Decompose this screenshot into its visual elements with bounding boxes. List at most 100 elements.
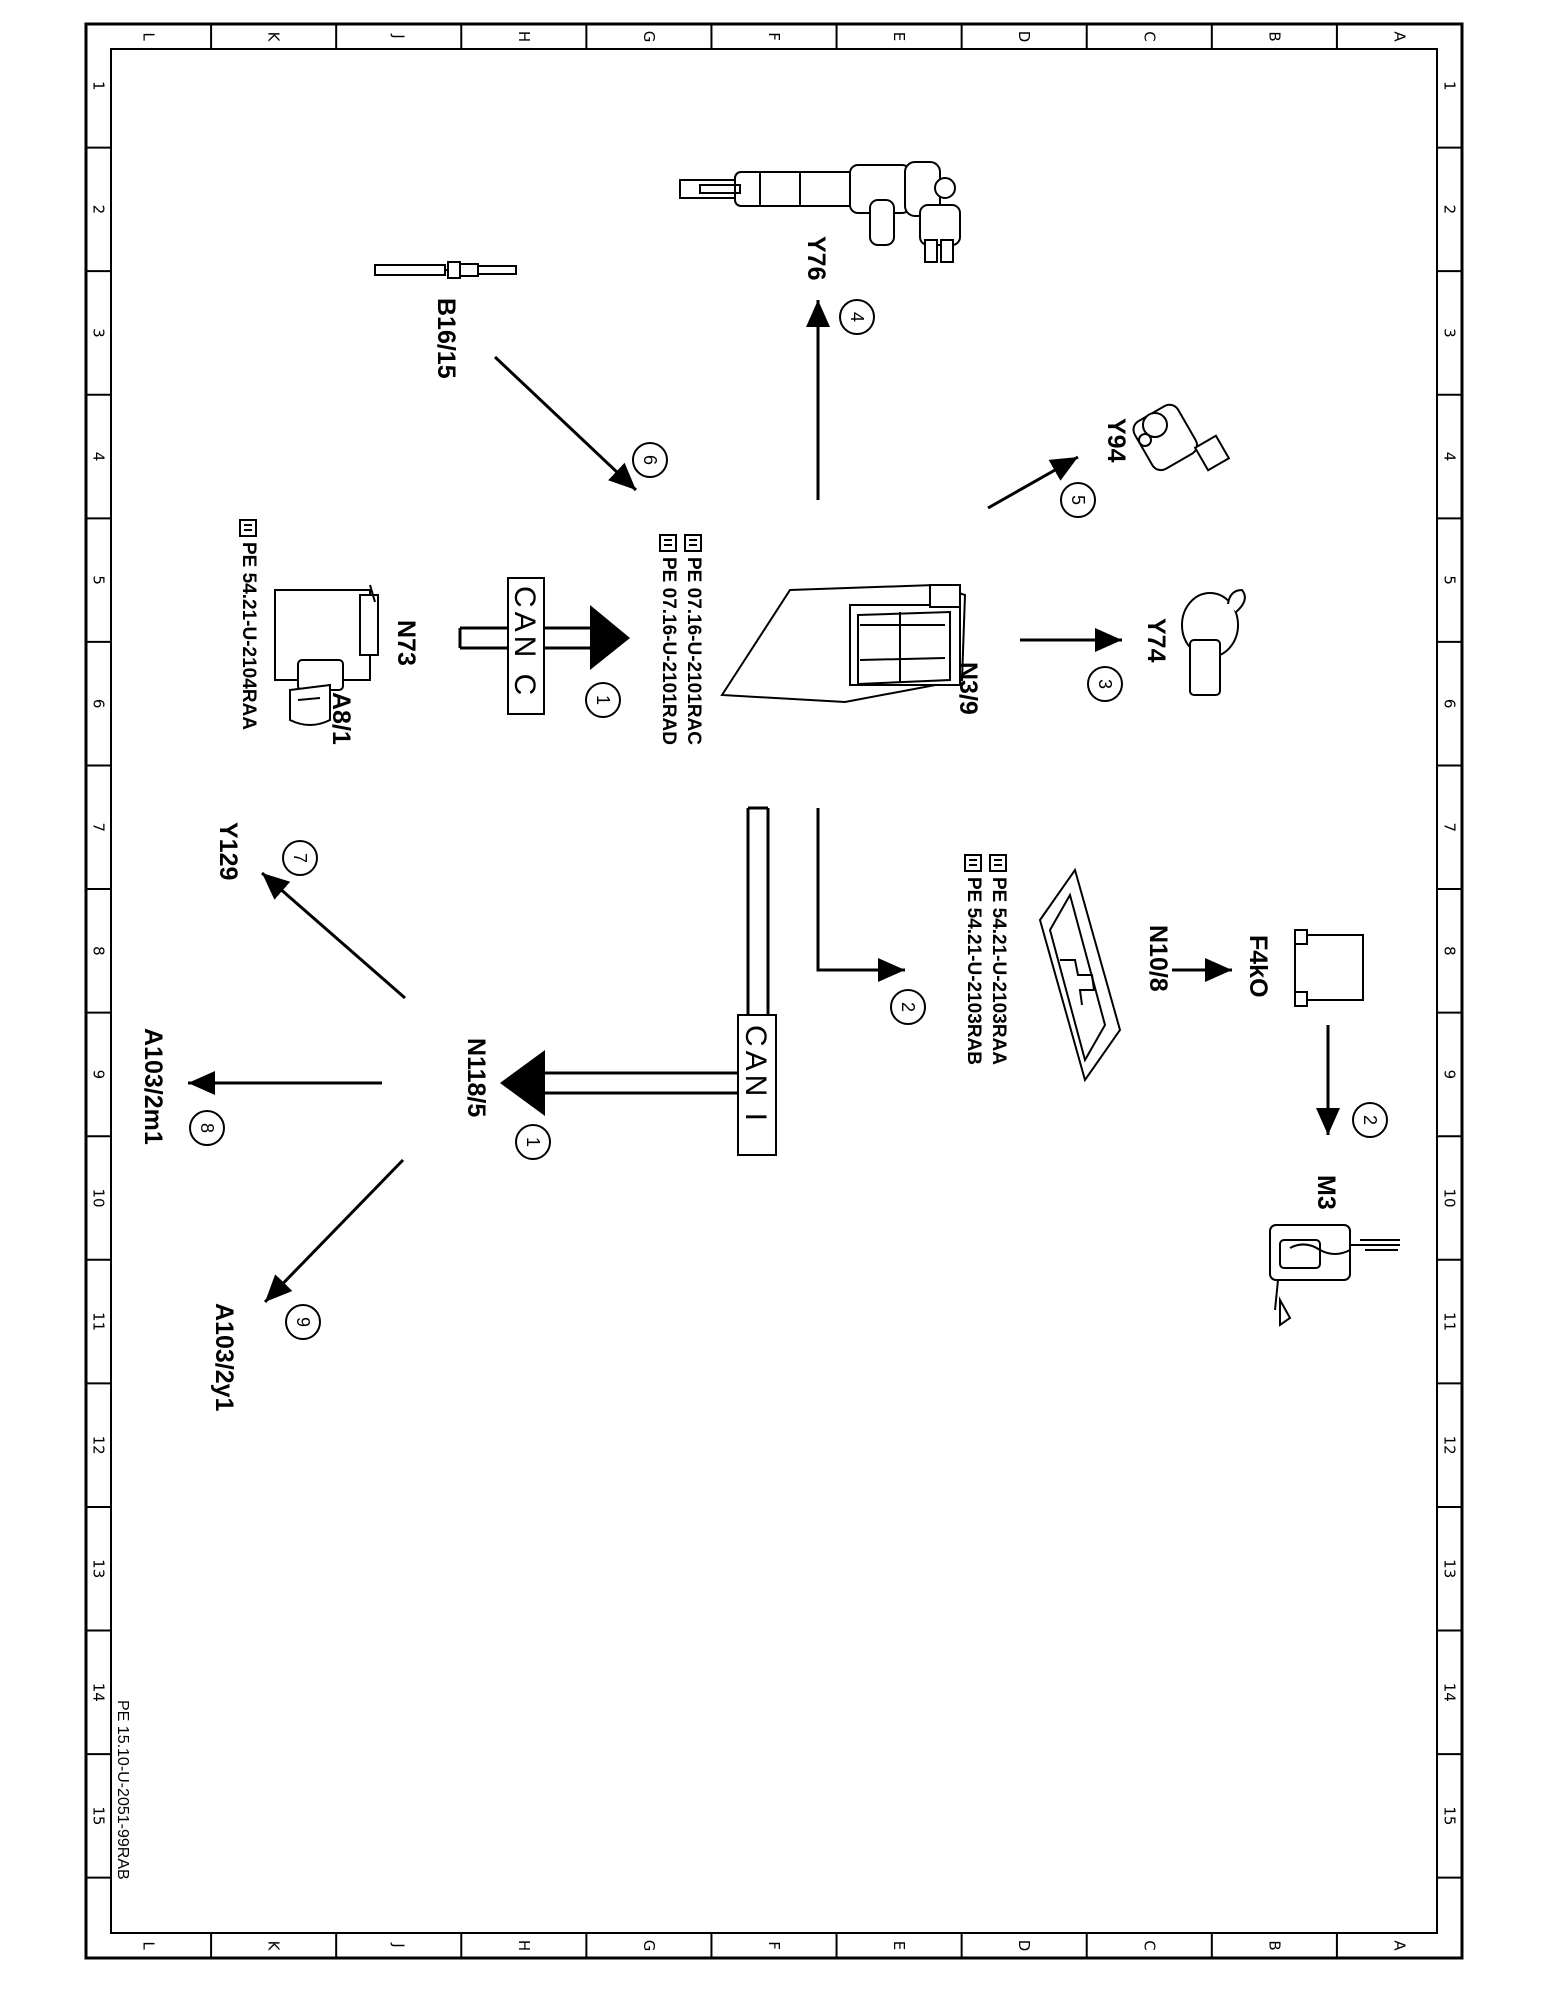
grid-row-5-right: 5	[1441, 575, 1459, 585]
grid-column-C-top: C	[1140, 31, 1158, 41]
bus-labels: CAN C CAN I	[508, 586, 772, 1125]
label-n73: N73	[392, 620, 420, 666]
grid-column-L-bottom: L	[140, 1941, 158, 1950]
svg-text:PE 54.21-U-2103RAB: PE 54.21-U-2103RAB	[963, 877, 984, 1065]
grid-row-14-left: 14	[90, 1683, 108, 1702]
callout-6: 6	[632, 442, 668, 478]
grid-row-3-right: 3	[1441, 328, 1459, 338]
grid-row-12-right: 12	[1441, 1436, 1459, 1455]
svg-text:PE 54.21-U-2104RAA: PE 54.21-U-2104RAA	[238, 542, 259, 730]
svg-text:9: 9	[293, 1317, 313, 1327]
grid-column-G-top: G	[640, 31, 658, 43]
svg-text:8: 8	[197, 1123, 217, 1133]
grid-row-1-left: 1	[90, 81, 108, 91]
grid-column-J-top: J	[390, 33, 408, 38]
grid-column-K-bottom: K	[265, 1941, 283, 1952]
grid-column-B-top: B	[1265, 31, 1283, 41]
arrow-to-y129	[261, 871, 406, 1000]
label-y129: Y129	[214, 822, 242, 880]
callout-9: 9	[285, 1304, 321, 1340]
grid-row-8-left: 8	[90, 946, 108, 956]
component-labels: Y76 Y94 Y74 N3/9 B16/15 N73 A8/1 N10/8 F…	[139, 236, 1340, 1412]
grid-row-9-right: 9	[1441, 1070, 1459, 1080]
grid-row-12-left: 12	[90, 1436, 108, 1455]
svg-text:PE 07.16-U-2101RAC: PE 07.16-U-2101RAC	[683, 557, 704, 745]
label-a8-1: A8/1	[327, 692, 355, 745]
arrow-to-a103-2y1	[263, 1158, 405, 1304]
svg-text:2: 2	[898, 1002, 918, 1012]
grid-row-15-left: 15	[90, 1806, 108, 1825]
ref-n10-8-2: PE 54.21-U-2103RAB	[963, 854, 984, 1065]
grid-column-C-bottom: C	[1140, 1940, 1158, 1950]
fuel-pump-m3-drawing	[1269, 1224, 1400, 1327]
relay-f4k0-drawing	[1294, 929, 1364, 1007]
grid-column-L-top: L	[140, 32, 158, 41]
grid-row-2-left: 2	[90, 205, 108, 215]
arrow-to-n10-8	[816, 808, 905, 982]
label-y74: Y74	[1142, 618, 1170, 663]
temperature-sensor-b16-15-drawing	[374, 261, 517, 279]
grid-column-E-top: E	[890, 32, 908, 41]
ref-n73: PE 54.21-U-2104RAA	[238, 519, 259, 730]
ref-n10-8-1: PE 54.21-U-2103RAA	[988, 854, 1009, 1065]
grid-row-10-right: 10	[1441, 1188, 1459, 1207]
svg-text:5: 5	[1068, 495, 1088, 505]
grid-column-F-top: F	[765, 32, 783, 41]
grid-row-1-right: 1	[1441, 81, 1459, 91]
grid-row-15-right: 15	[1441, 1806, 1459, 1825]
svg-text:2: 2	[1360, 1115, 1380, 1125]
svg-text:PE 07.16-U-2101RAD: PE 07.16-U-2101RAD	[658, 557, 679, 745]
label-y94: Y94	[1102, 418, 1130, 463]
reference-notes: PE 07.16-U-2101RAC PE 07.16-U-2101RAD PE…	[238, 519, 1009, 1065]
grid-column-G-bottom: G	[640, 1940, 658, 1952]
grid-column-D-top: D	[1015, 31, 1033, 43]
grid-row-13-left: 13	[90, 1559, 108, 1578]
grid-column-D-bottom: D	[1015, 1940, 1033, 1952]
callout-3: 3	[1087, 666, 1123, 702]
grid-row-7-left: 7	[90, 822, 108, 832]
grid-column-H-bottom: H	[515, 1940, 533, 1951]
grid-row-11-left: 11	[90, 1312, 108, 1331]
grid-row-4-right: 4	[1441, 452, 1459, 462]
grid-row-11-right: 11	[1441, 1312, 1459, 1331]
label-can-i: CAN I	[739, 1025, 772, 1125]
callout-2a: 2	[890, 989, 926, 1025]
grid-row-6-right: 6	[1441, 699, 1459, 709]
grid-column-F-bottom: F	[765, 1941, 783, 1950]
can-i-bus	[500, 806, 777, 1156]
drawing-id: PE 15.10-U-2051-99RAB	[114, 1700, 131, 1880]
svg-text:6: 6	[640, 455, 660, 465]
label-n10-8: N10/8	[1144, 925, 1172, 992]
arrow-to-y94	[987, 455, 1079, 510]
grid-row-13-right: 13	[1441, 1559, 1459, 1578]
grid-row-6-left: 6	[90, 699, 108, 709]
label-n3-9: N3/9	[954, 662, 982, 715]
grid-column-J-bottom: J	[390, 1942, 408, 1947]
label-n118-5: N118/5	[462, 1038, 490, 1117]
svg-text:7: 7	[290, 853, 310, 863]
callout-7: 7	[282, 840, 318, 876]
signal-arrows	[188, 300, 1340, 1304]
grid-column-E-bottom: E	[890, 1941, 908, 1950]
grid-column-A-top: A	[1390, 31, 1408, 42]
callout-1b: 1	[515, 1124, 551, 1160]
label-f4k0: F4kO	[1244, 935, 1272, 998]
grid-row-7-right: 7	[1441, 822, 1459, 832]
callout-1a: 1	[585, 682, 621, 718]
label-a103-2m1: A103/2m1	[139, 1028, 167, 1145]
callout-2b: 2	[1352, 1102, 1388, 1138]
callout-circles: 4 6 5 3 1 2 2 7 1 8 9	[189, 299, 1388, 1340]
grid-row-14-right: 14	[1441, 1683, 1459, 1702]
grid-column-H-top: H	[515, 31, 533, 42]
ref-n3-9-1: PE 07.16-U-2101RAC	[683, 534, 704, 745]
label-a103-2y1: A103/2y1	[210, 1303, 238, 1412]
grid-row-2-right: 2	[1441, 205, 1459, 215]
label-b16-15: B16/15	[432, 298, 460, 379]
grid-column-A-bottom: A	[1390, 1940, 1408, 1951]
label-m3: M3	[1312, 1175, 1340, 1210]
ignition-switch-n73-drawing	[274, 584, 379, 726]
svg-text:3: 3	[1095, 679, 1115, 689]
arrow-from-b16-15	[493, 355, 638, 492]
grid-row-5-left: 5	[90, 575, 108, 585]
